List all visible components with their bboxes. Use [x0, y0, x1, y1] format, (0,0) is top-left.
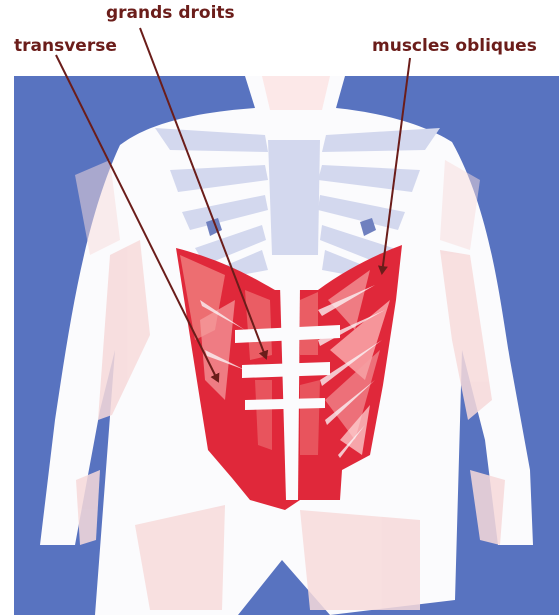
- label-grands-droits: grands droits: [106, 5, 235, 22]
- label-transverse: transverse: [14, 38, 117, 55]
- label-muscles-obliques: muscles obliques: [372, 38, 537, 55]
- neck: [262, 76, 330, 110]
